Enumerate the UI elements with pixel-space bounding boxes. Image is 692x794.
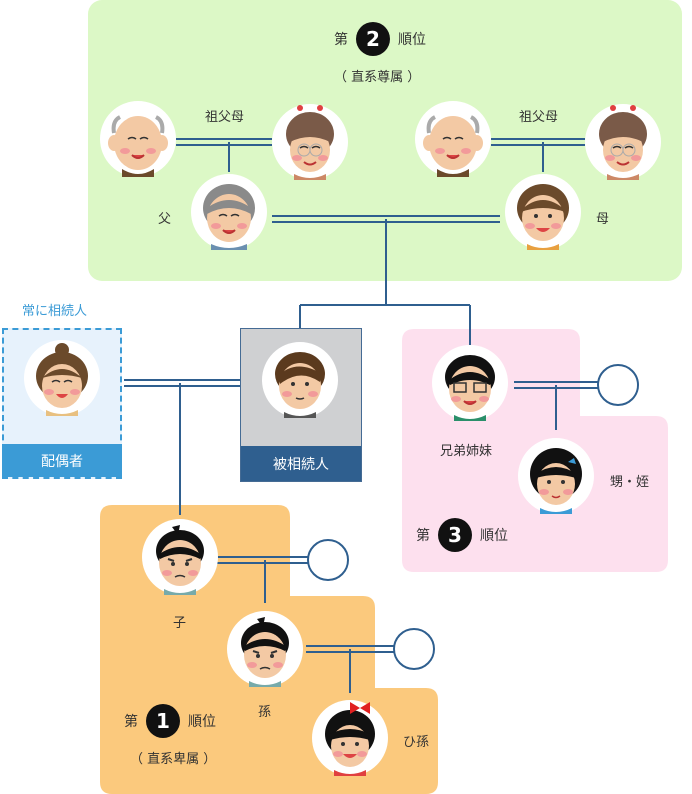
child-partner-circle [307,539,349,581]
grandparents-right-label: 祖父母 [519,110,559,125]
siblings-label: 兄弟姉妹 [440,444,493,459]
spouse-label: 配偶者 [2,444,122,477]
old-man-face-icon [98,99,178,179]
child-label: 子 [173,616,187,631]
rank2-prefix: 第 [334,32,348,48]
nephew-niece-label: 甥・姪 [610,475,650,490]
rank1-number: 1 [146,704,180,738]
rank1-heading: 第 1 順位 [124,704,216,738]
grandchild-partner-circle [393,628,435,670]
grandparents-left-label: 祖父母 [205,110,245,125]
old-woman-face-icon [584,103,662,181]
rank2-heading: 第 2 順位 [334,22,426,56]
rank2-note: （ 直系尊属 ） [334,70,421,85]
rank3-number: 3 [438,518,472,552]
connector-lines [124,138,598,693]
boy-face-icon [141,518,219,596]
girl-bow-face-icon [312,700,388,776]
boy-face-icon [226,610,304,688]
sibling-partner-circle [597,364,639,406]
girl-face-icon [517,437,595,515]
father-face-icon [190,173,268,251]
mother-label: 母 [596,212,610,227]
father-label: 父 [158,212,172,227]
old-man-face-icon [413,99,493,179]
mother-face-icon [505,174,581,250]
grandchild-label: 孫 [258,705,272,720]
rank1-prefix: 第 [124,714,138,730]
man-glasses-face-icon [431,344,509,422]
great-grandchild-label: ひ孫 [403,735,430,750]
always-heir-label: 常に相続人 [22,304,88,319]
rank2-suffix: 順位 [398,32,426,48]
decedent-label: 被相続人 [241,446,361,481]
rank1-note: （ 直系卑属 ） [130,752,217,767]
old-woman-face-icon [271,103,349,181]
rank3-suffix: 順位 [480,528,508,544]
rank3-prefix: 第 [416,528,430,544]
rank1-suffix: 順位 [188,714,216,730]
rank2-number: 2 [356,22,390,56]
rank3-heading: 第 3 順位 [416,518,508,552]
